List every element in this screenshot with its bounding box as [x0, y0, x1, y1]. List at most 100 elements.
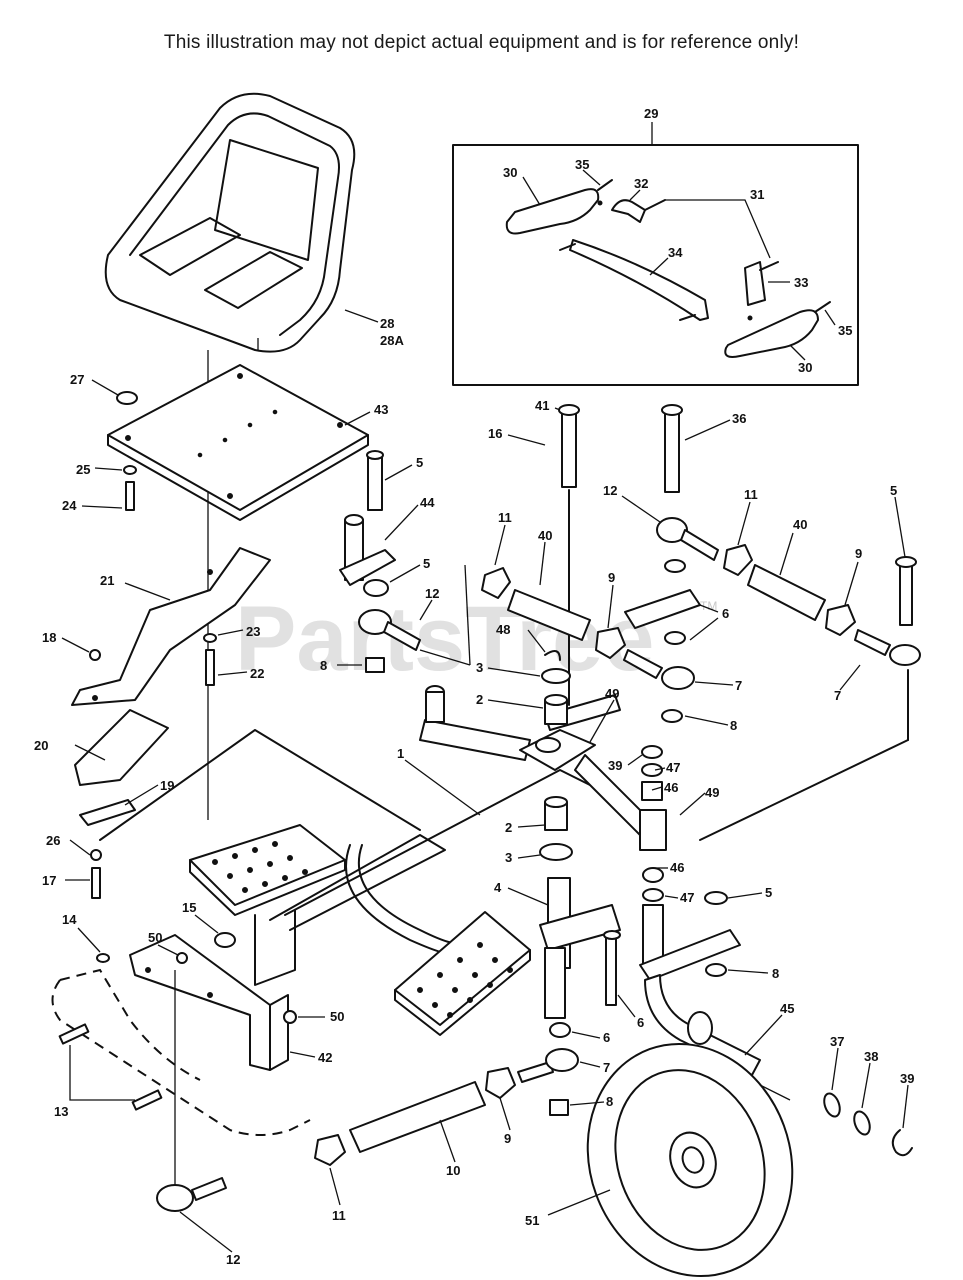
- callout-28a: 28A: [380, 333, 404, 348]
- callout-5: 5: [890, 483, 897, 498]
- armrest-top: [505, 188, 600, 235]
- king-pin: [561, 411, 577, 488]
- callout-12: 12: [425, 586, 439, 601]
- callout-42: 42: [318, 1050, 332, 1065]
- callout-2: 2: [476, 692, 483, 707]
- callout-19: 19: [160, 778, 174, 793]
- callout-15: 15: [182, 900, 196, 915]
- callout-45: 45: [780, 1001, 794, 1016]
- rod-end-lower: [156, 1184, 194, 1212]
- armrest-kit-inset: [452, 122, 859, 386]
- callout-51: 51: [525, 1213, 539, 1228]
- callout-49: 49: [605, 686, 619, 701]
- bracket-right: [744, 261, 766, 306]
- callout-40: 40: [538, 528, 552, 543]
- callout-31: 31: [750, 187, 764, 202]
- callout-49: 49: [705, 785, 719, 800]
- callout-50: 50: [148, 930, 162, 945]
- callout-47: 47: [680, 890, 694, 905]
- callout-14: 14: [62, 912, 77, 927]
- callout-26: 26: [46, 833, 60, 848]
- armrest-bottom: [724, 309, 819, 358]
- callout-2: 2: [505, 820, 512, 835]
- callout-7: 7: [834, 688, 841, 703]
- callout-30: 30: [798, 360, 812, 375]
- callout-13: 13: [54, 1104, 68, 1119]
- bracket-left: [611, 199, 646, 223]
- callout-46: 46: [664, 780, 678, 795]
- callout-7: 7: [603, 1060, 610, 1075]
- callout-41: 41: [535, 398, 549, 413]
- callout-11: 11: [332, 1208, 346, 1223]
- plate-20: [74, 709, 169, 786]
- callout-37: 37: [830, 1034, 844, 1049]
- callout-9: 9: [855, 546, 862, 561]
- callout-17: 17: [42, 873, 56, 888]
- callout-32: 32: [634, 176, 648, 191]
- watermark: PartsTree: [235, 588, 654, 690]
- callout-43: 43: [374, 402, 388, 417]
- callout-47: 47: [666, 760, 680, 775]
- callout-35: 35: [838, 323, 852, 338]
- seat: [104, 92, 379, 353]
- callout-39: 39: [900, 1071, 914, 1086]
- washer-27: [116, 391, 138, 405]
- callout-50: 50: [330, 1009, 344, 1024]
- callout-46: 46: [670, 860, 684, 875]
- callout-8: 8: [730, 718, 737, 733]
- leader-lines: [61, 379, 909, 1253]
- callout-4: 4: [494, 880, 502, 895]
- callout-33: 33: [794, 275, 808, 290]
- callout-6: 6: [637, 1015, 644, 1030]
- callout-3: 3: [476, 660, 483, 675]
- callout-38: 38: [864, 1049, 878, 1064]
- callout-12: 12: [226, 1252, 240, 1267]
- callout-16: 16: [488, 426, 502, 441]
- callout-28: 28: [380, 316, 394, 331]
- callout-10: 10: [446, 1163, 460, 1178]
- bracket-42: [129, 934, 271, 1071]
- callout-6: 6: [722, 606, 729, 621]
- callout-20: 20: [34, 738, 48, 753]
- callout-5: 5: [765, 885, 772, 900]
- callout-34: 34: [668, 245, 683, 260]
- callout-18: 18: [42, 630, 56, 645]
- footrest-holes: [212, 841, 513, 1018]
- callout-44: 44: [420, 495, 435, 510]
- callout-5: 5: [423, 556, 430, 571]
- support-rod: [569, 239, 709, 321]
- callout-6: 6: [603, 1030, 610, 1045]
- callout-24: 24: [62, 498, 77, 513]
- tube-10: [349, 1081, 486, 1153]
- callout-5: 5: [416, 455, 423, 470]
- callout-11: 11: [744, 487, 758, 502]
- callout-8: 8: [606, 1094, 613, 1109]
- callout-27: 27: [70, 372, 84, 387]
- seat-bracket: [71, 547, 271, 706]
- callout-30: 30: [503, 165, 517, 180]
- callout-labels: 29 30 35 32 31 34 33 35 30 28 28A 27 43 …: [34, 106, 914, 1267]
- rod-end-12: [656, 517, 688, 543]
- callout-23: 23: [246, 624, 260, 639]
- callout-25: 25: [76, 462, 90, 477]
- wheel: [586, 1042, 794, 1278]
- callout-8: 8: [772, 966, 779, 981]
- callout-1: 1: [397, 746, 404, 761]
- callout-11: 11: [498, 510, 512, 525]
- callout-35: 35: [575, 157, 589, 172]
- callout-39: 39: [608, 758, 622, 773]
- disclaimer-text: This illustration may not depict actual …: [163, 32, 800, 53]
- callout-21: 21: [100, 573, 114, 588]
- callout-29: 29: [644, 106, 658, 121]
- callout-9: 9: [504, 1131, 511, 1146]
- callout-36: 36: [732, 411, 746, 426]
- callout-9: 9: [608, 570, 615, 585]
- callout-12: 12: [603, 483, 617, 498]
- seat-pan: [107, 364, 369, 521]
- callout-7: 7: [735, 678, 742, 693]
- callout-22: 22: [250, 666, 264, 681]
- callout-3: 3: [505, 850, 512, 865]
- callout-40: 40: [793, 517, 807, 532]
- callout-48: 48: [496, 622, 510, 637]
